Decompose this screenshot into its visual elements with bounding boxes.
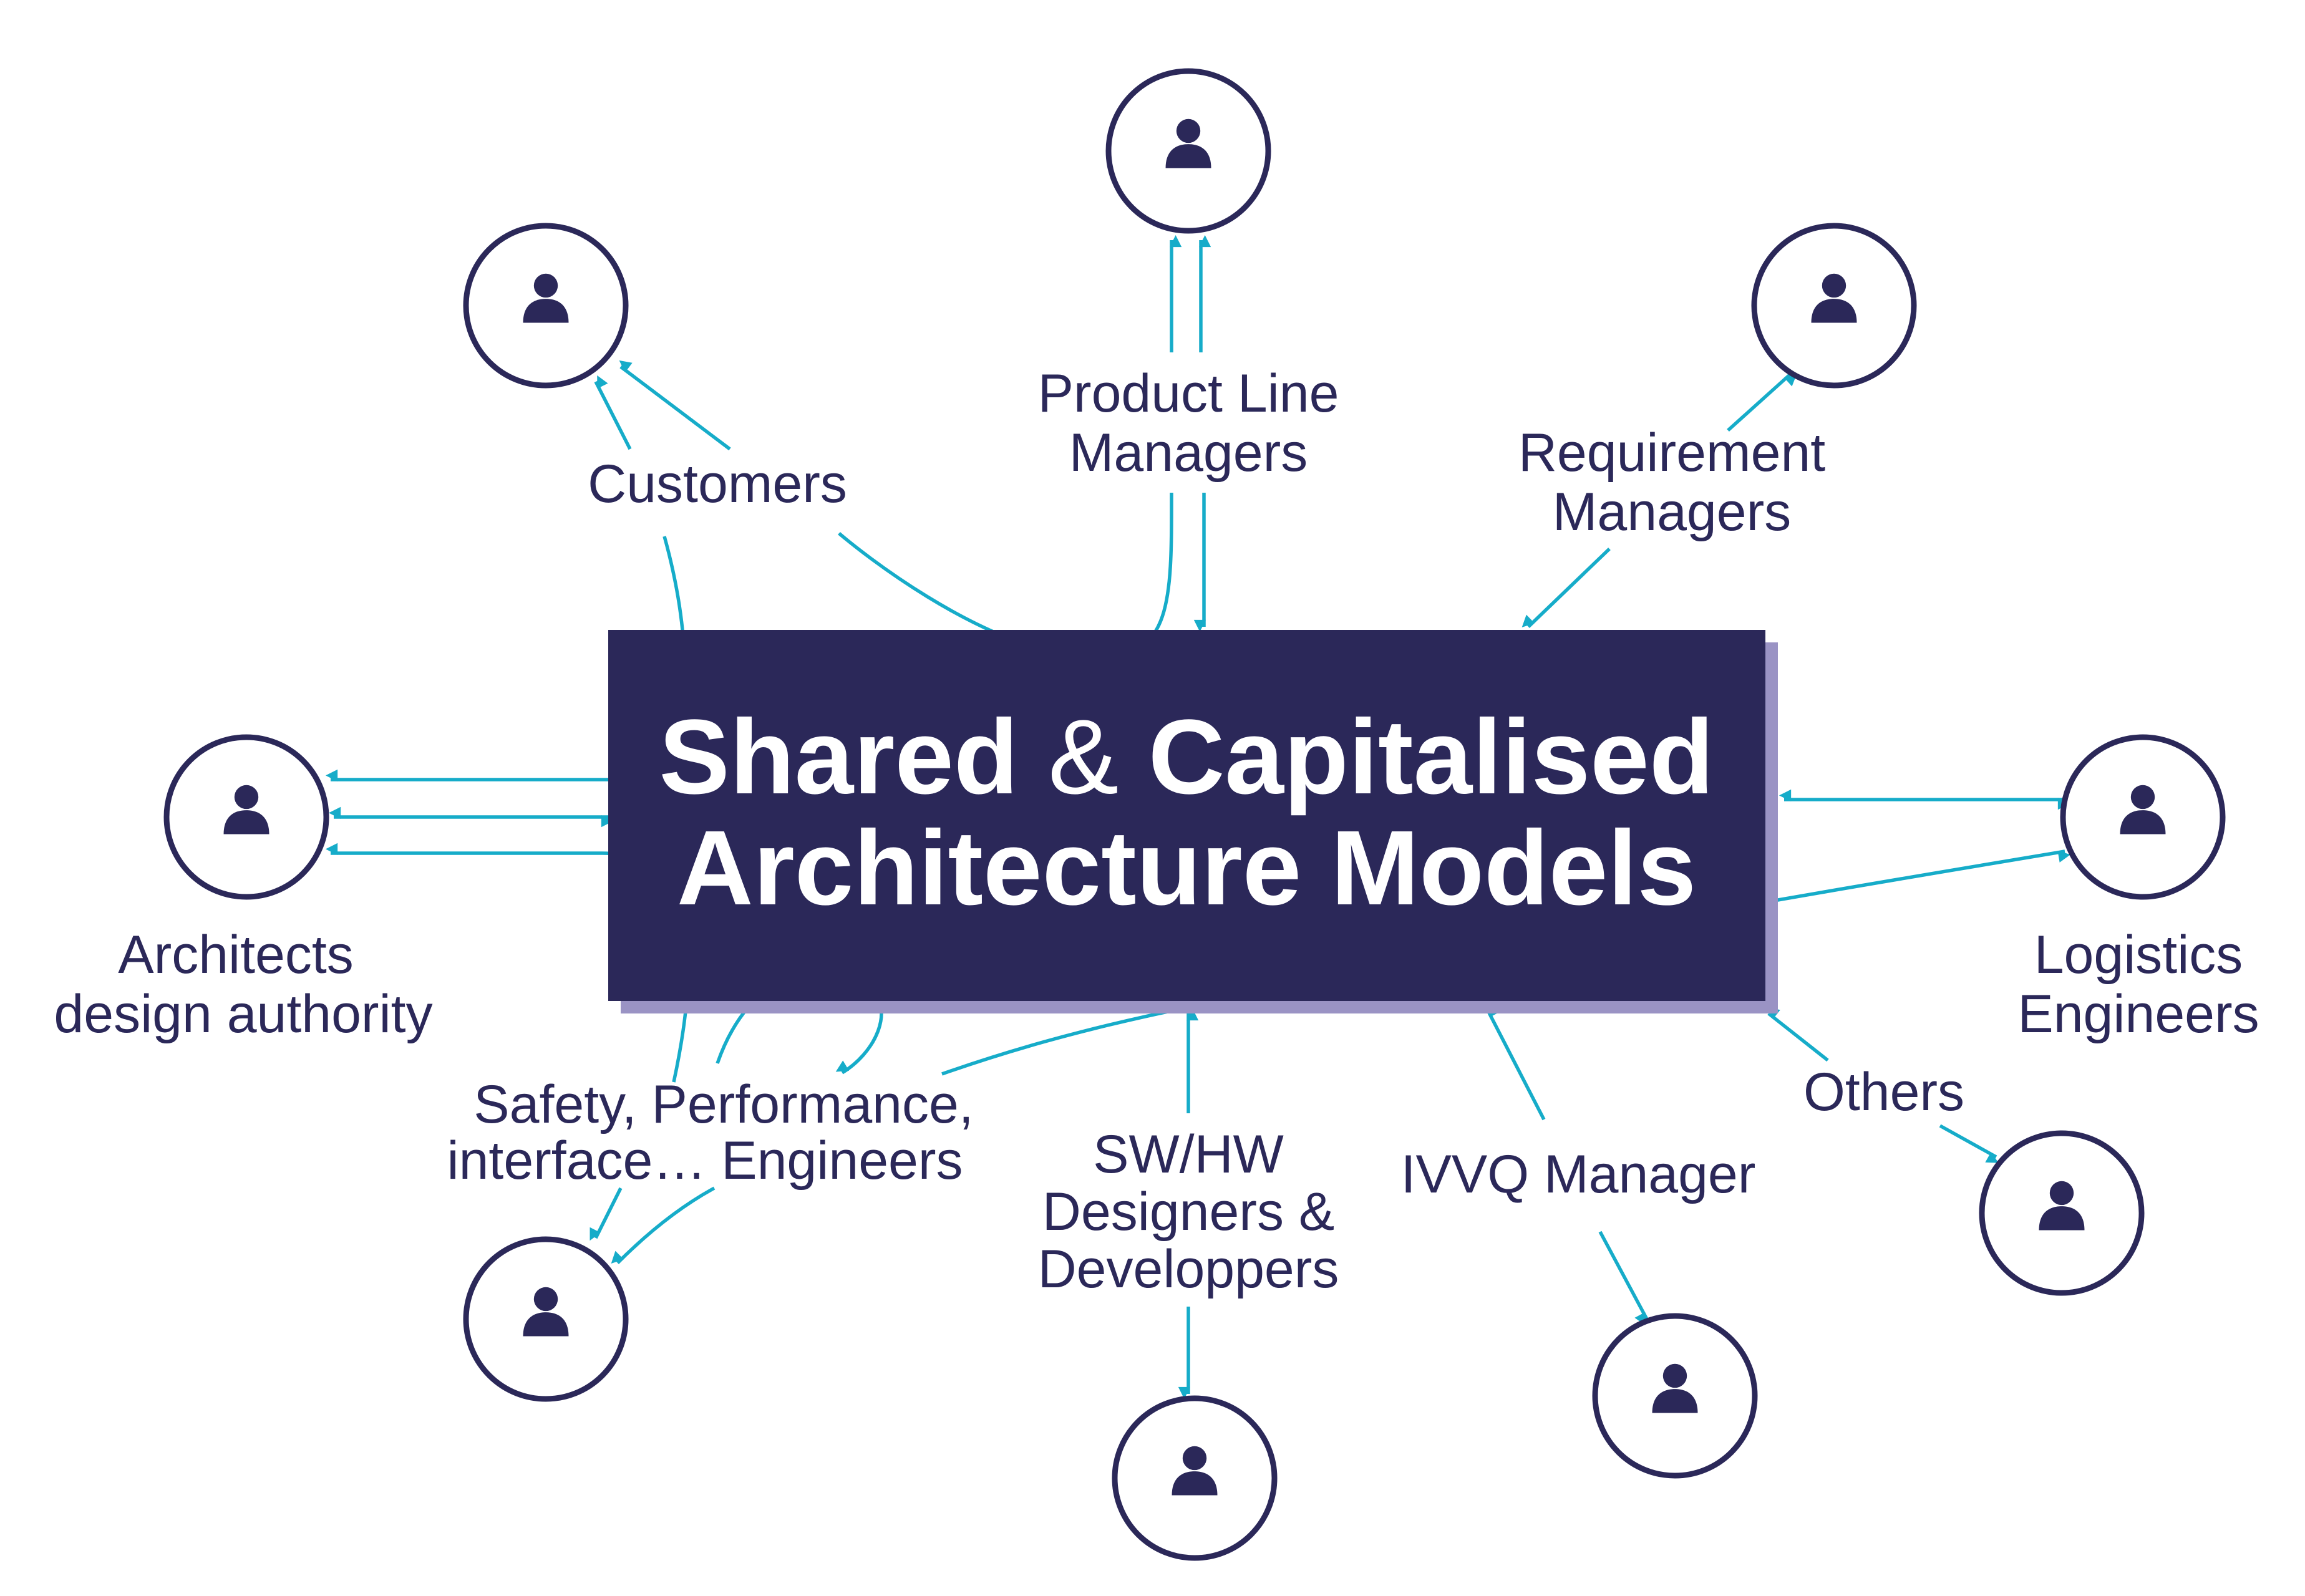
connector-customers-person-b <box>594 375 632 450</box>
node-ivvq-manager <box>1592 1313 1758 1479</box>
connector-ivvq-to-person <box>1598 1231 1649 1326</box>
central-box-word-capitalised: Capitalised <box>1148 698 1714 816</box>
connector-others-to-box <box>1767 1007 1829 1062</box>
central-box-word-shared: Shared <box>659 698 1048 816</box>
label-requirement-managers-1: Requirement <box>1518 423 1825 483</box>
central-box-fill <box>608 630 1765 1001</box>
label-customers: Customers <box>588 454 847 514</box>
central-box-ampersand: & <box>1048 698 1148 816</box>
label-sw-hw-3: Developpers <box>1038 1239 1339 1299</box>
connector-safety-person-a <box>590 1187 623 1241</box>
label-sw-hw-2: Designers & <box>1042 1182 1334 1242</box>
node-safety-engineers <box>463 1236 629 1402</box>
node-logistics-engineers <box>2060 734 2226 900</box>
central-box-line1: Shared & Capitalised <box>659 698 1714 816</box>
label-architects-1: Architects <box>118 925 354 985</box>
label-safety-1: Safety, Performance, <box>473 1075 973 1134</box>
label-architects-2: design authority <box>54 984 432 1044</box>
node-customers <box>463 223 629 389</box>
node-product-line-managers <box>1105 68 1271 234</box>
label-logistics-1: Logistics <box>2034 925 2243 985</box>
label-safety-2: interface… Engineers <box>447 1131 963 1191</box>
label-sw-hw-1: SW/HW <box>1093 1124 1284 1184</box>
central-box: Shared & Capitalised Architecture Models <box>608 630 1778 1013</box>
connector-others-to-person <box>1939 1124 1999 1163</box>
label-product-line-managers-1: Product Line <box>1038 364 1339 423</box>
label-requirement-managers-2: Managers <box>1553 482 1791 542</box>
node-others <box>1979 1130 2145 1296</box>
node-sw-hw-designers <box>1112 1395 1278 1561</box>
person-nodes <box>163 68 2226 1561</box>
connector-customers-person-a <box>619 360 731 451</box>
stakeholder-labels: Product Line Managers Customers Requirem… <box>54 364 2259 1299</box>
node-requirement-managers <box>1751 223 1917 389</box>
central-box-line2: Architecture Models <box>677 809 1696 927</box>
connector-req-to-person <box>1727 372 1797 432</box>
connector-req-to-box <box>1521 548 1611 628</box>
label-ivvq-manager: IVVQ Manager <box>1401 1144 1756 1204</box>
connector-safety-person-b <box>611 1186 716 1264</box>
label-logistics-2: Engineers <box>2017 984 2259 1044</box>
label-others: Others <box>1803 1062 1964 1122</box>
label-product-line-managers-2: Managers <box>1069 423 1308 483</box>
node-architects <box>163 734 329 900</box>
connector-ivvq-to-box <box>1486 1004 1546 1121</box>
